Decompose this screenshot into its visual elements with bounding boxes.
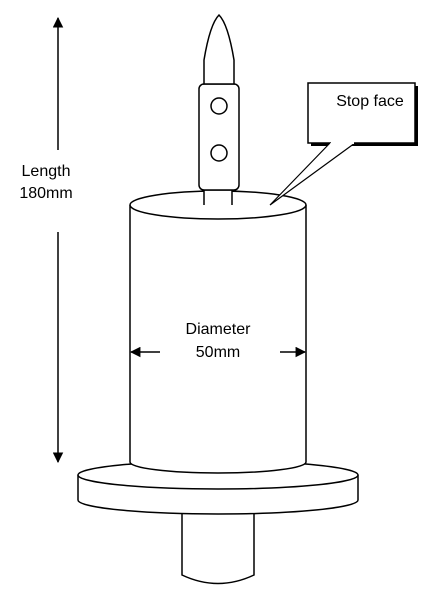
probe-tip	[203, 13, 235, 85]
length-label: Length	[22, 163, 71, 180]
length-value: 180mm	[19, 185, 72, 202]
length-dimension: Length 180mm	[19, 16, 73, 464]
diameter-dimension: Diameter 50mm	[129, 321, 307, 361]
callout-box	[307, 82, 416, 144]
mounting-hole-top	[210, 97, 228, 115]
diameter-label: Diameter	[186, 321, 252, 338]
callout-pointer	[269, 142, 356, 206]
mounting-hole-bottom	[210, 144, 228, 162]
diameter-value: 50mm	[196, 344, 240, 361]
stop-face-callout: Stop face	[269, 82, 418, 206]
stop-face-label: Stop face	[336, 93, 404, 110]
bottom-shaft	[181, 505, 255, 585]
probe-arm	[198, 83, 240, 205]
